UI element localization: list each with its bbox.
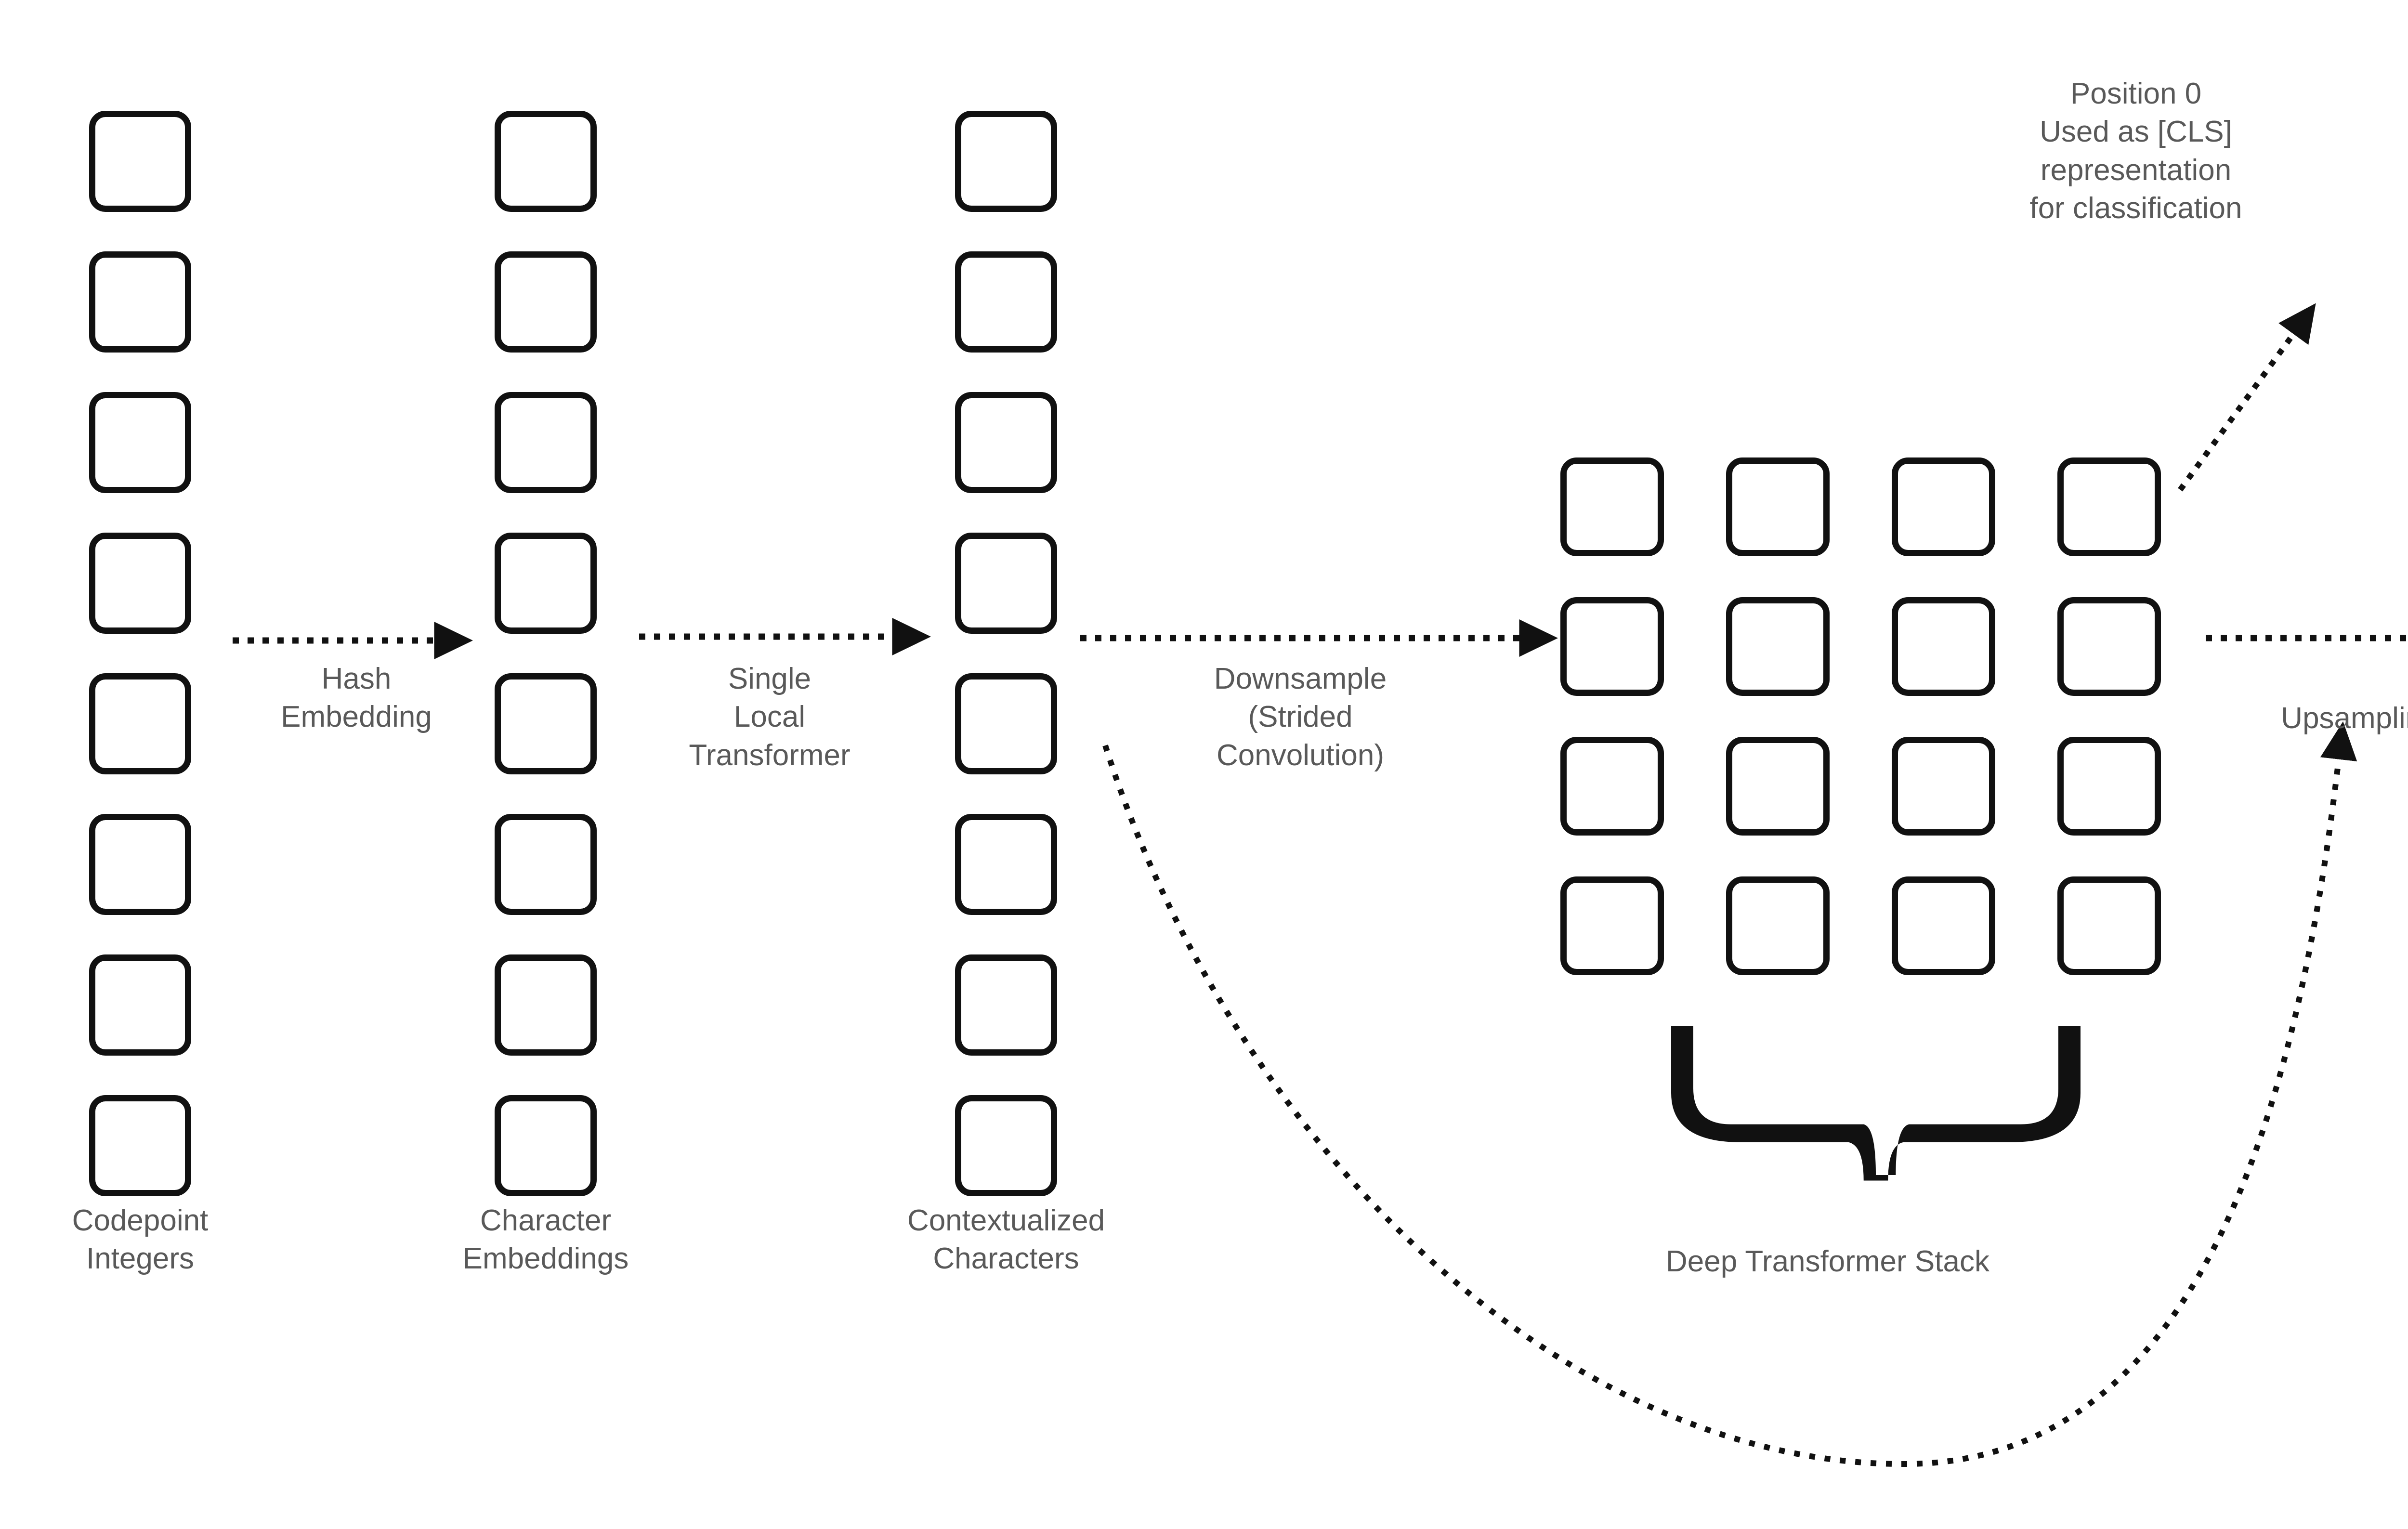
cell-character-embeddings-5[interactable] [495, 814, 597, 915]
arrow-label-arrow-downsample: Downsample (Strided Convolution) [1214, 662, 1387, 772]
cell-codepoint-integers-2[interactable] [89, 392, 191, 493]
annotation-arrow-position-zero-cls [2178, 303, 2316, 492]
cell-deep-transformer-stack-r1-c0[interactable] [1560, 597, 1664, 696]
cell-character-embeddings-1[interactable] [495, 251, 597, 353]
annotation-arrows [2178, 303, 2316, 492]
cell-deep-transformer-stack-r3-c3[interactable] [2057, 876, 2161, 975]
cell-contextualized-characters-3[interactable] [955, 533, 1057, 634]
deep-transformer-stack-brace [1671, 1026, 2081, 1181]
cell-deep-transformer-stack-r1-c3[interactable] [2057, 597, 2161, 696]
cell-codepoint-integers-3[interactable] [89, 533, 191, 634]
arrow-label-arrow-hash-embedding: Hash Embedding [281, 662, 432, 734]
cell-contextualized-characters-5[interactable] [955, 814, 1057, 915]
cell-deep-transformer-stack-r1-c1[interactable] [1726, 597, 1830, 696]
cell-deep-transformer-stack-r2-c2[interactable] [1892, 737, 1995, 836]
cell-deep-transformer-stack-r3-c2[interactable] [1892, 876, 1995, 975]
cell-contextualized-characters-2[interactable] [955, 392, 1057, 493]
arrow-label-arrow-upsampling: Upsampling [2281, 702, 2408, 735]
column-label-character-embeddings: Character Embeddings [462, 1204, 629, 1276]
cell-codepoint-integers-7[interactable] [89, 1095, 191, 1196]
cell-codepoint-integers-0[interactable] [89, 111, 191, 212]
cell-contextualized-characters-4[interactable] [955, 673, 1057, 774]
cell-deep-transformer-stack-r0-c2[interactable] [1892, 457, 1995, 556]
column-label-codepoint-integers: Codepoint Integers [72, 1204, 209, 1276]
annotation-label-position-zero-cls: Position 0 Used as [CLS] representation … [2029, 77, 2242, 225]
column-label-contextualized-characters: Contextualized Characters [907, 1204, 1105, 1276]
cell-codepoint-integers-1[interactable] [89, 251, 191, 353]
grid-label-deep-transformer-stack: Deep Transformer Stack [1666, 1245, 1989, 1278]
cell-codepoint-integers-5[interactable] [89, 814, 191, 915]
curly-brace-icon [1671, 1026, 2081, 1181]
cell-character-embeddings-2[interactable] [495, 392, 597, 493]
residual-connection [1102, 721, 2357, 1467]
cell-deep-transformer-stack-r1-c2[interactable] [1892, 597, 1995, 696]
cell-deep-transformer-stack-r0-c3[interactable] [2057, 457, 2161, 556]
cell-codepoint-integers-6[interactable] [89, 954, 191, 1056]
cell-character-embeddings-0[interactable] [495, 111, 597, 212]
cell-deep-transformer-stack-r0-c0[interactable] [1560, 457, 1664, 556]
cell-contextualized-characters-7[interactable] [955, 1095, 1057, 1196]
cell-codepoint-integers-4[interactable] [89, 673, 191, 774]
residual-connection-upsampling [1102, 721, 2357, 1467]
cell-deep-transformer-stack-r3-c0[interactable] [1560, 876, 1664, 975]
cell-character-embeddings-3[interactable] [495, 533, 597, 634]
cell-contextualized-characters-0[interactable] [955, 111, 1057, 212]
cell-deep-transformer-stack-r2-c0[interactable] [1560, 737, 1664, 836]
arrow-label-arrow-single-local-transformer: Single Local Transformer [689, 662, 851, 772]
cell-deep-transformer-stack-r0-c1[interactable] [1726, 457, 1830, 556]
cell-character-embeddings-4[interactable] [495, 673, 597, 774]
cell-contextualized-characters-6[interactable] [955, 954, 1057, 1056]
cell-character-embeddings-6[interactable] [495, 954, 597, 1056]
cell-contextualized-characters-1[interactable] [955, 251, 1057, 353]
cell-deep-transformer-stack-r2-c3[interactable] [2057, 737, 2161, 836]
cell-deep-transformer-stack-r3-c1[interactable] [1726, 876, 1830, 975]
cell-deep-transformer-stack-r2-c1[interactable] [1726, 737, 1830, 836]
cell-character-embeddings-7[interactable] [495, 1095, 597, 1196]
